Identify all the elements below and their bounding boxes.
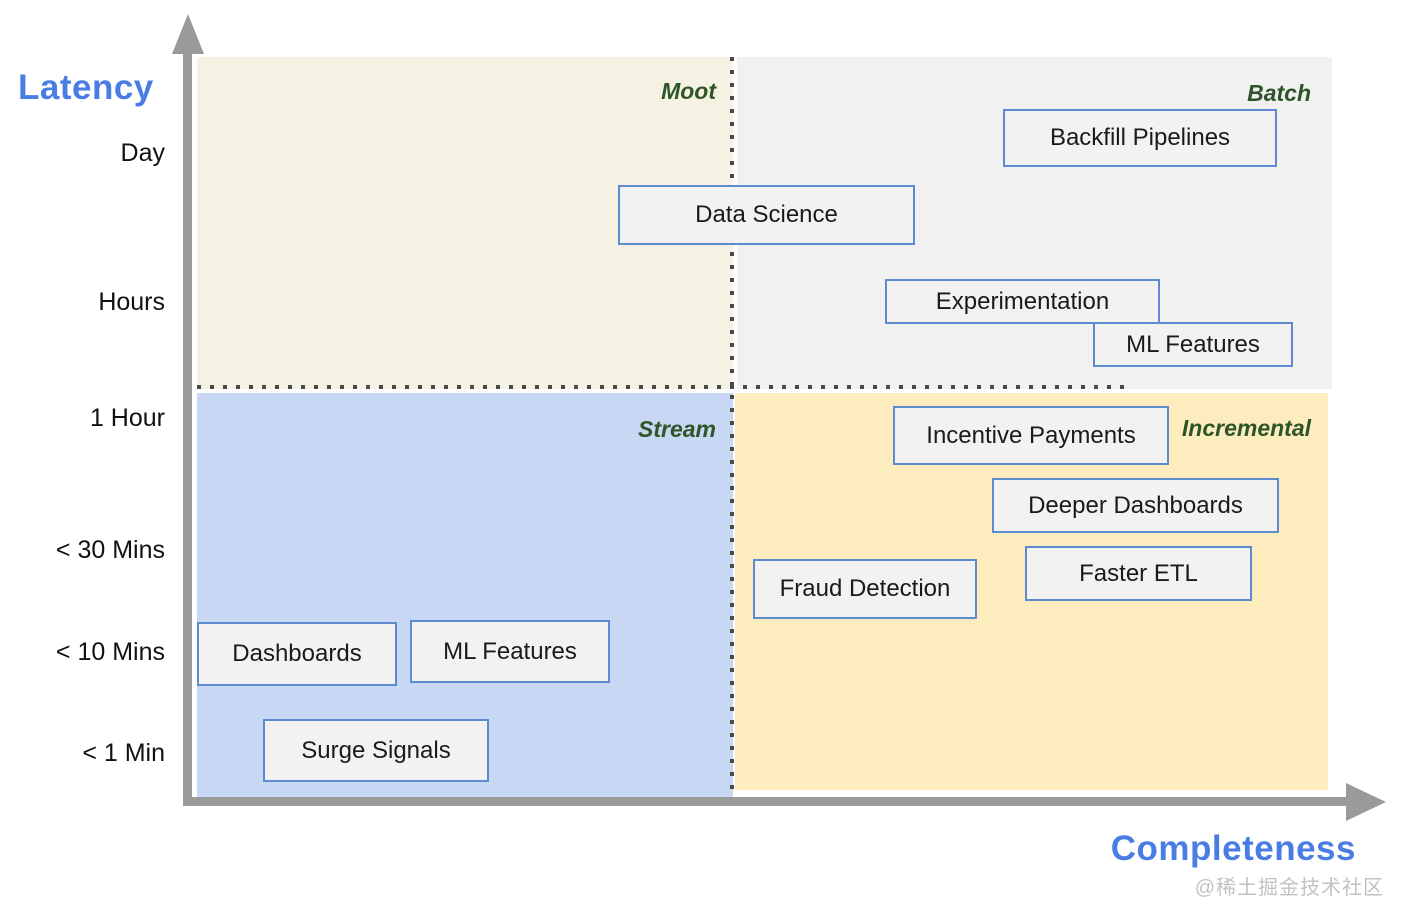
item-box-fraud-detection: Fraud Detection <box>753 559 977 619</box>
item-box-backfill-pipelines: Backfill Pipelines <box>1003 109 1277 167</box>
y-axis-arrowhead-icon <box>172 14 204 54</box>
item-box-dashboards: Dashboards <box>197 622 397 686</box>
item-box-experimentation: Experimentation <box>885 279 1160 324</box>
quadrant-label-batch: Batch <box>1247 80 1311 106</box>
item-box-ml-features-batch: ML Features <box>1093 322 1293 367</box>
item-box-ml-features-stream: ML Features <box>410 620 610 683</box>
horizontal-dotted-divider <box>197 385 1133 389</box>
vertical-dotted-divider <box>730 57 734 793</box>
y-tick-1-hour: 1 Hour <box>89 404 165 432</box>
watermark-text: @稀土掘金技术社区 <box>1194 877 1384 899</box>
item-box-faster-etl: Faster ETL <box>1025 546 1252 601</box>
quadrant-label-stream: Stream <box>638 416 716 442</box>
y-tick-30-mins: < 30 Mins <box>55 536 165 564</box>
item-box-deeper-dashboards: Deeper Dashboards <box>992 478 1279 533</box>
y-axis-title: Latency <box>18 68 154 107</box>
y-tick-day: Day <box>120 139 165 167</box>
y-tick-1-min: < 1 Min <box>82 739 165 767</box>
y-tick-10-mins: < 10 Mins <box>55 638 165 666</box>
x-axis-line <box>183 797 1348 806</box>
y-tick-hours: Hours <box>98 288 165 316</box>
item-box-incentive-payments: Incentive Payments <box>893 406 1169 465</box>
y-axis-line <box>183 34 192 806</box>
item-box-data-science: Data Science <box>618 185 915 245</box>
item-box-surge-signals: Surge Signals <box>263 719 489 782</box>
x-axis-arrowhead-icon <box>1346 783 1386 821</box>
x-axis-title: Completeness <box>1110 829 1356 868</box>
quadrant-label-incremental: Incremental <box>1181 415 1311 441</box>
quadrant-label-moot: Moot <box>661 78 716 104</box>
